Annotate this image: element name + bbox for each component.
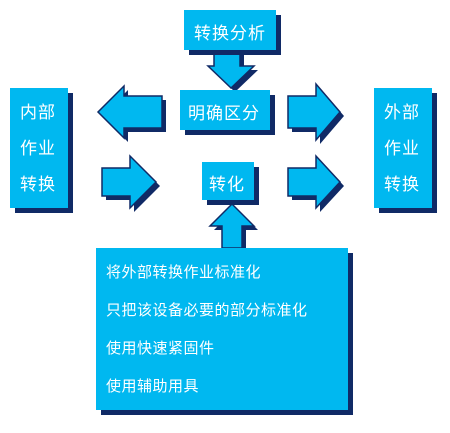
left-box: 内部 作业 转换 xyxy=(10,88,68,208)
arrow-right-lower-right xyxy=(287,154,344,212)
center-box: 转化 xyxy=(202,162,254,200)
arrow-down-top xyxy=(206,45,258,92)
bottom-line-2: 只把该设备必要的部分标准化 xyxy=(106,301,308,319)
right-box-line-1: 外部 xyxy=(384,103,420,123)
left-box-line-2: 作业 xyxy=(20,139,56,159)
center-box-label: 转化 xyxy=(209,175,245,195)
arrow-right-lower-left xyxy=(101,154,160,212)
top-box-label: 转换分析 xyxy=(194,24,266,44)
bottom-line-1: 将外部转换作业标准化 xyxy=(106,263,262,281)
bottom-line-4: 使用辅助用具 xyxy=(106,377,200,395)
left-box-line-3: 转换 xyxy=(20,175,56,195)
left-box-line-1: 内部 xyxy=(20,103,56,123)
right-box: 外部 作业 转换 xyxy=(374,88,432,208)
right-box-line-2: 作业 xyxy=(384,139,420,159)
middle-box: 明确区分 xyxy=(180,90,270,130)
middle-box-label: 明确区分 xyxy=(188,104,260,124)
arrow-left-upper xyxy=(96,84,166,142)
arrow-right-upper xyxy=(287,81,344,144)
top-box: 转换分析 xyxy=(184,10,276,50)
bottom-line-3: 使用快速紧固件 xyxy=(106,339,215,357)
right-box-line-3: 转换 xyxy=(384,175,420,195)
bottom-box: 将外部转换作业标准化 只把该设备必要的部分标准化 使用快速紧固件 使用辅助用具 xyxy=(96,248,348,410)
arrow-up-bottom xyxy=(208,202,258,252)
